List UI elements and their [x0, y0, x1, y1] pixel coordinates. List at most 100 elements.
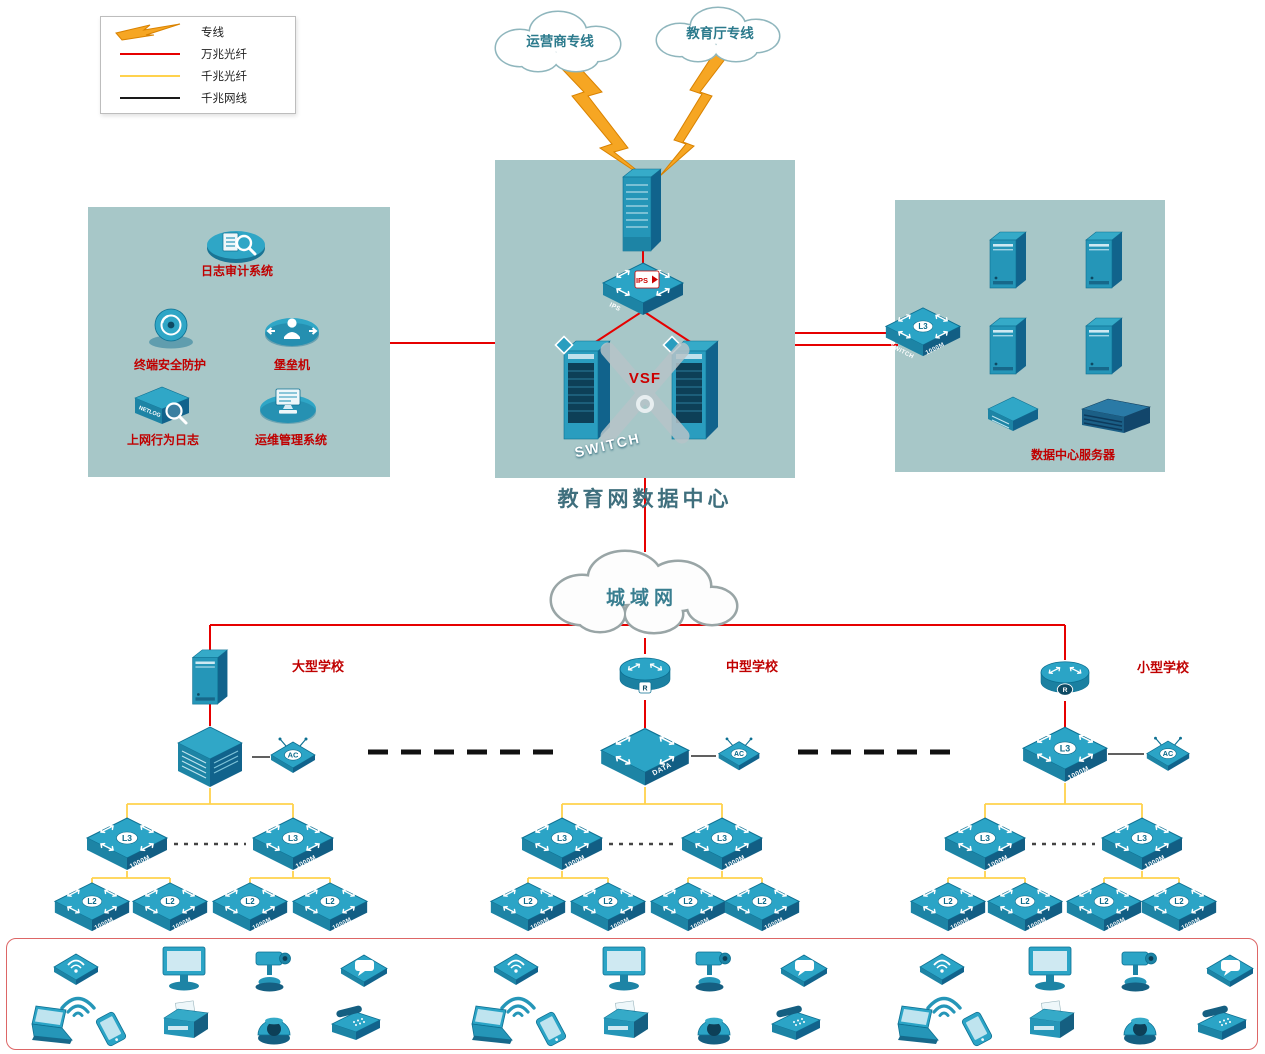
svg-text:AC: AC	[288, 751, 299, 760]
small-school-ac-controller[interactable]: AC	[1142, 736, 1194, 775]
laptop-icon[interactable]	[886, 1004, 944, 1046]
man-cloud[interactable]: 城域网	[530, 540, 752, 642]
legend-item-dedicated-line: 专线	[101, 21, 295, 43]
storage-array[interactable]	[982, 392, 1044, 434]
ip-phone-icon[interactable]	[324, 1002, 386, 1046]
ips-device[interactable]: IPS IPS	[601, 261, 685, 317]
ip-phone-icon[interactable]	[1190, 1002, 1252, 1046]
log-audit-label: 日志审计系统	[200, 264, 274, 278]
printer-icon[interactable]	[1022, 1000, 1078, 1046]
laptop-icon[interactable]	[460, 1004, 518, 1046]
legend-label: 专线	[201, 27, 224, 39]
ops-management-icon[interactable]	[257, 382, 319, 428]
rack-server-2[interactable]	[1082, 228, 1126, 292]
laptop-icon[interactable]	[20, 1004, 78, 1046]
medium-school-label: 中型学校	[725, 659, 779, 674]
wireless-ap-icon[interactable]	[914, 948, 970, 988]
wireless-ap-icon[interactable]	[48, 948, 104, 988]
wireless-ap-icon[interactable]	[488, 948, 544, 988]
medium-school-ac-controller[interactable]: AC	[714, 736, 764, 774]
desktop-monitor-icon[interactable]	[1024, 944, 1076, 994]
small-school-router[interactable]: R	[1036, 655, 1094, 703]
red-line-sample	[120, 53, 180, 55]
svg-text:L3: L3	[980, 833, 990, 843]
medium-school-router[interactable]: R	[616, 651, 674, 701]
svg-text:L3: L3	[1137, 833, 1147, 843]
dome-camera-icon[interactable]	[692, 1002, 736, 1046]
small-school-core-switch[interactable]: L3 SWITCH 1000M	[1021, 725, 1109, 786]
large-school-edge-server[interactable]	[188, 646, 232, 708]
legend-item-1g-copper: 千兆网线	[101, 87, 295, 109]
svg-text:AC: AC	[734, 751, 744, 758]
desktop-monitor-icon[interactable]	[158, 944, 210, 994]
datacenter-switch[interactable]: L3 SWITCH 1000M	[884, 306, 962, 360]
svg-text:L2: L2	[1174, 897, 1184, 906]
education-cloud-label: 教育厅专线	[686, 25, 754, 41]
chat-terminal-icon[interactable]	[336, 950, 392, 990]
endpoint-group-medium	[458, 942, 854, 1050]
chat-terminal-icon[interactable]	[776, 950, 832, 990]
internet-gateway-firewall[interactable]	[617, 165, 667, 255]
ptz-camera-icon[interactable]	[688, 944, 740, 994]
large-school-firewall[interactable]	[168, 723, 252, 790]
svg-text:L3: L3	[918, 322, 928, 331]
bastion-host-icon[interactable]	[262, 310, 322, 352]
lightning-icon	[115, 23, 181, 41]
smartphone-icon[interactable]	[88, 1010, 134, 1048]
desktop-monitor-icon[interactable]	[598, 944, 650, 994]
vsf-link: VSF	[600, 342, 690, 444]
smartphone-icon[interactable]	[954, 1010, 1000, 1048]
small-school-label: 小型学校	[1136, 660, 1190, 675]
printer-icon[interactable]	[596, 1000, 652, 1046]
rack-server-1[interactable]	[986, 228, 1030, 292]
endpoint-devices-box	[6, 938, 1258, 1050]
dome-camera-icon[interactable]	[1118, 1002, 1162, 1046]
rack-server-4[interactable]	[1082, 314, 1126, 378]
netlog-device-icon[interactable]: NETLOG	[128, 382, 196, 428]
netlog-label: 上网行为日志	[126, 433, 200, 447]
svg-text:L2: L2	[165, 897, 175, 906]
ptz-camera-icon[interactable]	[248, 944, 300, 994]
large-school-ac-controller[interactable]: AC	[266, 736, 320, 777]
ptz-camera-icon[interactable]	[1114, 944, 1166, 994]
ops-management-label: 运维管理系统	[254, 433, 328, 447]
dome-camera-icon[interactable]	[252, 1002, 296, 1046]
svg-text:L2: L2	[943, 897, 953, 906]
endpoint-protection-icon[interactable]	[140, 304, 202, 350]
svg-text:AC: AC	[1163, 749, 1174, 758]
svg-text:L2: L2	[1020, 897, 1030, 906]
legend-label: 千兆光纤	[201, 71, 247, 83]
blade-chassis[interactable]	[1076, 394, 1156, 438]
log-audit-system-icon[interactable]	[204, 224, 268, 266]
printer-icon[interactable]	[156, 1000, 212, 1046]
medium-school-core-switch[interactable]: SWITCH DATA CENTER	[599, 726, 691, 790]
ip-phone-icon[interactable]	[764, 1002, 826, 1046]
yellow-line-sample	[120, 75, 180, 77]
carrier-line-cloud[interactable]: 运营商专线	[478, 4, 642, 78]
chat-terminal-icon[interactable]	[1202, 950, 1258, 990]
education-line-cloud[interactable]: 教育厅专线	[640, 0, 802, 68]
svg-text:L2: L2	[325, 897, 335, 906]
1g-copper-lines	[252, 753, 1144, 758]
rack-server-3[interactable]	[986, 314, 1030, 378]
smartphone-icon[interactable]	[528, 1010, 574, 1048]
